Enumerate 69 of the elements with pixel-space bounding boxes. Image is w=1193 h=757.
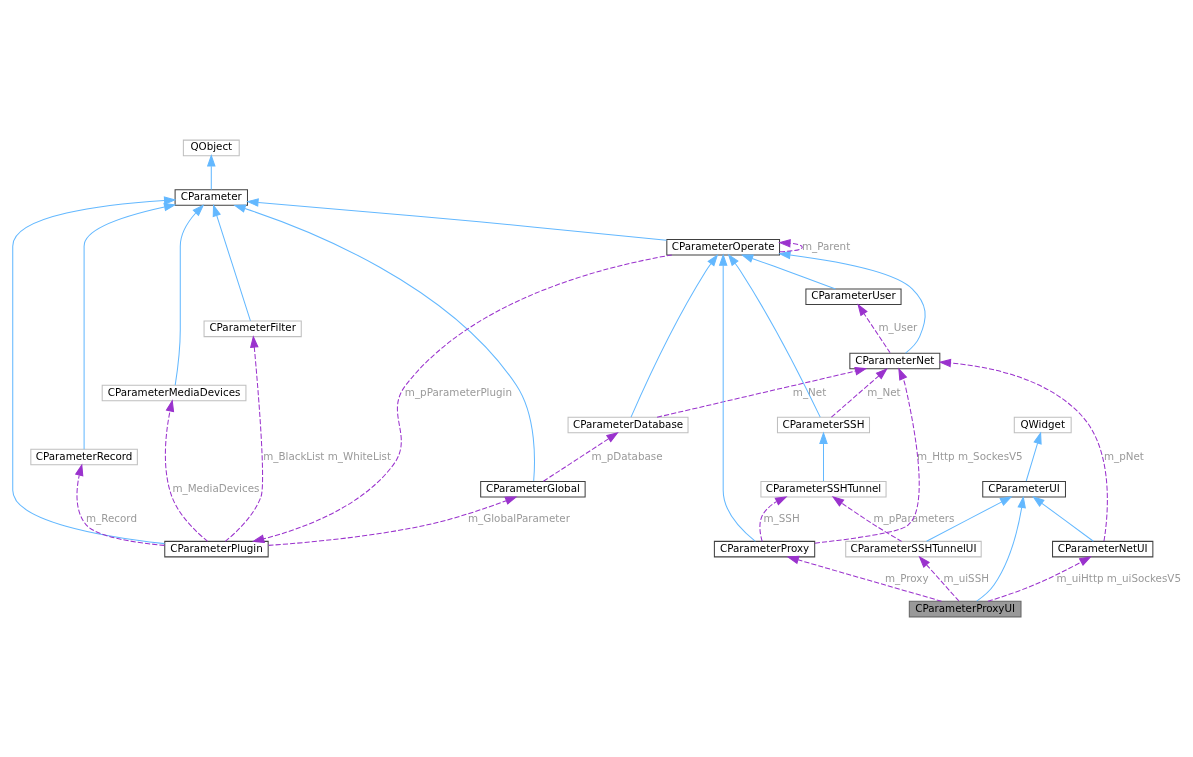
arrow — [1032, 496, 1094, 542]
node-box: CParameterRecord — [30, 448, 138, 466]
arrow — [251, 254, 673, 543]
edge-label: m_uiSSH — [943, 571, 989, 584]
node-box: CParameterUser — [805, 288, 902, 306]
edge-label: m_Record — [86, 511, 137, 524]
arrow — [206, 154, 216, 190]
node-box: CParameter — [174, 189, 248, 206]
arrow — [174, 204, 205, 386]
arrow — [918, 555, 960, 602]
node-box: CParameterFilter — [203, 320, 302, 338]
edge-label: m_pParameterPlugin — [404, 385, 513, 398]
arrow — [268, 496, 518, 546]
node-box: CParameterGlobal — [480, 480, 586, 498]
node-box: CParameterPlugin — [164, 540, 269, 558]
arrow — [759, 496, 788, 542]
edge-label: m_MediaDevices — [172, 481, 260, 494]
node-box: QWidget — [1013, 416, 1072, 434]
arrow — [1025, 431, 1042, 482]
edge-label: m_Proxy — [884, 571, 929, 584]
node-box: CParameterSSHTunnelUI — [845, 540, 982, 558]
arrow — [926, 496, 1013, 542]
edge-label: m_SSH — [763, 511, 800, 524]
arrow — [976, 495, 1026, 602]
arrow — [938, 358, 1108, 542]
arrow — [718, 253, 756, 542]
arrow — [83, 202, 177, 450]
edge-label: m_Parent — [801, 239, 851, 252]
node-box: CParameterNet — [849, 352, 941, 370]
arrow — [212, 204, 251, 322]
arrow — [740, 254, 837, 290]
node-box: CParameterMediaDevices — [101, 384, 247, 402]
arrow — [727, 253, 821, 418]
arrow — [830, 368, 888, 418]
edge-label: m_pDatabase — [591, 449, 663, 462]
node-box: CParameterSSH — [776, 416, 871, 434]
edge-label: m_User — [878, 321, 918, 334]
arrow — [542, 432, 619, 482]
edge-label: m_pParameters — [873, 511, 955, 524]
node-box: CParameterProxy — [713, 540, 816, 558]
node-box: CParameterOperate — [666, 238, 781, 256]
node-box: CParameterUI — [982, 480, 1066, 498]
edge-label: m_Net — [867, 385, 901, 398]
arrow — [987, 556, 1092, 602]
arrow — [12, 196, 177, 545]
arrow — [814, 367, 920, 544]
arrow — [857, 303, 891, 354]
node-box: CParameterNetUI — [1052, 540, 1154, 558]
node-box: CParameterSSHTunnel — [760, 480, 887, 498]
arrow — [831, 496, 903, 542]
arrow — [74, 463, 165, 546]
edge-label: m_BlackList m_WhiteList — [263, 449, 392, 462]
edge-label: m_pNet — [1103, 449, 1144, 462]
arrow — [164, 399, 209, 542]
arrow — [233, 204, 535, 482]
edge-label: m_Http m_SockesV5 — [916, 449, 1023, 462]
node-box: CParameterDatabase — [567, 416, 689, 434]
arrow — [778, 250, 926, 354]
arrow — [224, 335, 264, 542]
arrow — [656, 366, 868, 418]
node-box: QObject — [182, 139, 240, 157]
arrow — [246, 198, 667, 241]
arrow — [778, 238, 803, 253]
arrow — [819, 431, 828, 482]
edge-label: m_GlobalParameter — [467, 511, 570, 524]
edge-label: m_uiHttp m_uiSockesV5 — [1056, 571, 1181, 584]
arrow — [786, 555, 943, 602]
node-box: CParameterProxyUI — [908, 600, 1022, 618]
arrow — [630, 254, 719, 418]
